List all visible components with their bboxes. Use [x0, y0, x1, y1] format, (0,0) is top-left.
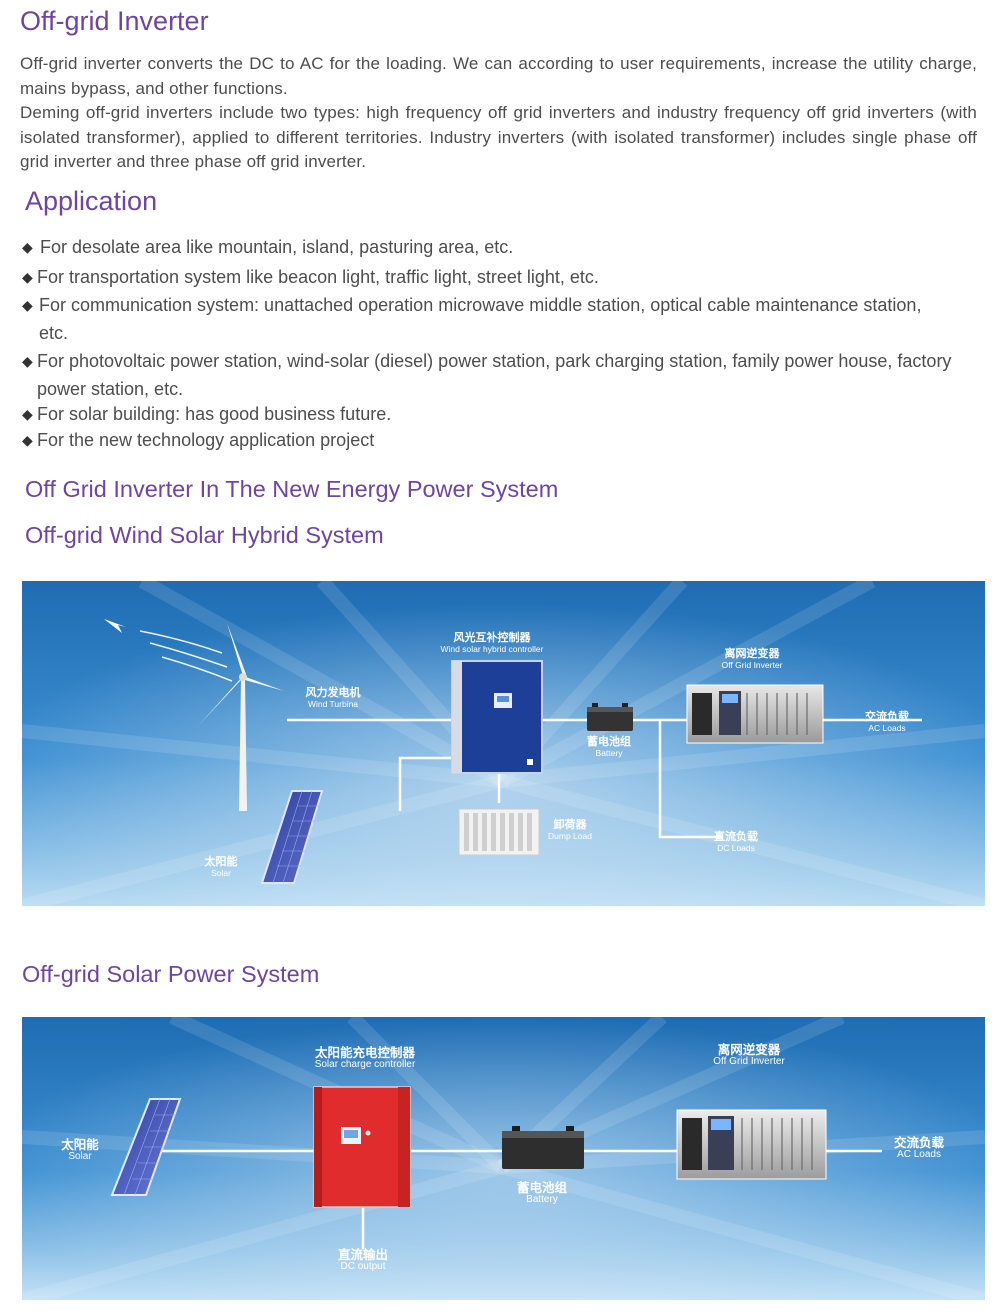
list-item: ◆For communication system: unattached op… [20, 291, 980, 347]
hybrid-controller-icon [451, 660, 543, 774]
intro-text: Off-grid inverter converts the DC to AC … [20, 52, 977, 175]
battery-icon [502, 1126, 584, 1169]
hybrid-system-title: Off-grid Wind Solar Hybrid System [25, 522, 384, 548]
solar-diagram-graphic [22, 1017, 985, 1300]
off-grid-inverter-icon [676, 1109, 827, 1180]
list-item: ◆For the new technology application proj… [20, 426, 980, 454]
list-item: ◆For transportation system like beacon l… [20, 263, 980, 291]
solar-panel-icon [260, 790, 324, 884]
dump-load-icon [458, 808, 540, 856]
list-item: ◆For solar building: has good business f… [20, 400, 980, 428]
solar-system-title: Off-grid Solar Power System [22, 961, 320, 987]
diamond-bullet-icon: ◆ [22, 239, 33, 255]
diamond-bullet-icon: ◆ [22, 432, 33, 448]
solar-panel-icon [110, 1098, 182, 1196]
diamond-bullet-icon: ◆ [22, 269, 33, 285]
diamond-bullet-icon: ◆ [22, 297, 33, 313]
solar-charge-controller-icon [313, 1086, 411, 1208]
intro-paragraph-2: Deming off-grid inverters include two ty… [20, 103, 977, 171]
wind-arrow-icon [104, 619, 126, 633]
hybrid-diagram-graphic [22, 581, 985, 906]
battery-icon [587, 703, 633, 731]
wind-turbine-icon [198, 623, 284, 811]
intro-paragraph-1: Off-grid inverter converts the DC to AC … [20, 54, 977, 98]
list-item: ◆For photovoltaic power station, wind-so… [20, 347, 980, 403]
diamond-bullet-icon: ◆ [22, 406, 33, 422]
diamond-bullet-icon: ◆ [22, 353, 33, 369]
section-title: Off Grid Inverter In The New Energy Powe… [25, 476, 559, 502]
off-grid-inverter-icon [686, 684, 824, 744]
list-item: ◆For desolate area like mountain, island… [20, 233, 980, 261]
page-title: Off-grid Inverter [20, 6, 209, 36]
application-list: ◆For desolate area like mountain, island… [20, 233, 980, 454]
application-heading: Application [25, 186, 158, 216]
